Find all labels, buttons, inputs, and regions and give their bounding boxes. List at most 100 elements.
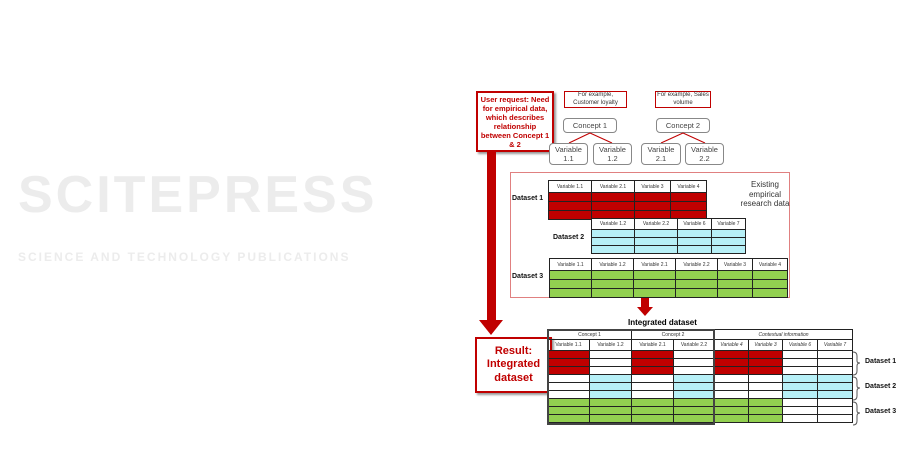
column-header: Variable 2.2	[675, 258, 718, 271]
group-header: Concept 2	[631, 329, 715, 340]
variable-2-2: Variable 2.2	[685, 143, 724, 165]
column-header: Variable 1.1	[549, 258, 592, 271]
table-row	[547, 358, 853, 367]
data-cell	[714, 366, 749, 375]
data-cell	[549, 279, 592, 289]
watermark-subtitle: SCIENCE AND TECHNOLOGY PUBLICATIONS	[18, 250, 351, 264]
arrow-shaft	[487, 152, 496, 322]
table-row	[547, 390, 853, 399]
dataset-2-label: Dataset 2	[553, 234, 585, 241]
column-header: Variable 4	[752, 258, 788, 271]
data-cell	[748, 358, 783, 367]
data-cell	[591, 237, 635, 246]
data-cell	[547, 374, 590, 383]
data-cell	[714, 414, 749, 423]
dataset-3-label: Dataset 3	[512, 273, 544, 280]
data-cell	[547, 366, 590, 375]
data-cell	[547, 406, 590, 415]
data-cell	[589, 350, 632, 359]
data-cell	[714, 350, 749, 359]
column-header: Variable 1.2	[591, 218, 635, 230]
data-cell	[817, 358, 853, 367]
column-header: Variable 7	[711, 218, 746, 230]
data-cell	[633, 279, 676, 289]
data-cell	[673, 390, 715, 399]
data-cell	[631, 406, 674, 415]
data-cell	[591, 270, 634, 280]
data-cell	[631, 358, 674, 367]
table-row	[547, 382, 853, 391]
concept-2: Concept 2	[656, 118, 710, 133]
variable-1-1: Variable 1.1	[549, 143, 588, 165]
data-cell	[714, 406, 749, 415]
data-cell	[673, 350, 715, 359]
data-cell	[748, 350, 783, 359]
data-cell	[817, 414, 853, 423]
arrow-down-icon	[479, 320, 503, 335]
variable-1-2: Variable 1.2	[593, 143, 632, 165]
data-cell	[548, 192, 592, 202]
table-row	[549, 288, 788, 298]
data-cell	[591, 288, 634, 298]
data-cell	[631, 366, 674, 375]
data-cell	[817, 398, 853, 407]
data-cell	[548, 201, 592, 211]
data-cell	[714, 390, 749, 399]
existing-data-box	[510, 172, 790, 298]
data-cell	[673, 414, 715, 423]
column-header: Variable 3	[717, 258, 753, 271]
data-cell	[748, 398, 783, 407]
data-cell	[673, 374, 715, 383]
data-cell	[782, 358, 818, 367]
data-cell	[633, 270, 676, 280]
table-row	[549, 279, 788, 289]
data-cell	[748, 390, 783, 399]
column-header: Variable 2.2	[673, 339, 715, 351]
concept-1: Concept 1	[563, 118, 617, 133]
data-cell	[547, 390, 590, 399]
table-row	[591, 245, 746, 254]
integrated-row-label: Dataset 3	[865, 408, 897, 415]
data-cell	[752, 270, 788, 280]
data-cell	[634, 192, 671, 202]
data-cell	[673, 406, 715, 415]
user-request-box: User request: Need for empirical data, w…	[476, 91, 554, 152]
data-cell	[673, 398, 715, 407]
data-cell	[675, 279, 718, 289]
data-cell	[547, 398, 590, 407]
data-cell	[675, 288, 718, 298]
data-cell	[782, 390, 818, 399]
data-cell	[634, 229, 678, 238]
data-cell	[673, 366, 715, 375]
data-cell	[817, 390, 853, 399]
data-cell	[752, 288, 788, 298]
data-cell	[549, 270, 592, 280]
variable-2-1: Variable 2.1	[641, 143, 681, 165]
data-cell	[547, 350, 590, 359]
table-row	[548, 201, 707, 211]
integrated-row-label: Dataset 1	[865, 358, 897, 365]
data-cell	[714, 358, 749, 367]
data-cell	[631, 350, 674, 359]
data-cell	[714, 374, 749, 383]
column-header: Variable 4	[670, 180, 707, 193]
table-row	[548, 192, 707, 202]
data-cell	[631, 382, 674, 391]
data-cell	[748, 366, 783, 375]
data-cell	[752, 279, 788, 289]
column-header: Variable 3	[634, 180, 671, 193]
data-cell	[633, 288, 676, 298]
existing-data-label: Existing empirical research data	[740, 180, 790, 209]
data-cell	[548, 210, 592, 220]
data-cell	[631, 390, 674, 399]
note-concept-2: For example, Sales volume	[655, 91, 711, 108]
data-cell	[589, 398, 632, 407]
table-row	[547, 366, 853, 375]
data-cell	[631, 398, 674, 407]
arrow-down-icon	[637, 307, 653, 316]
data-cell	[817, 374, 853, 383]
data-cell	[589, 358, 632, 367]
data-cell	[634, 201, 671, 211]
